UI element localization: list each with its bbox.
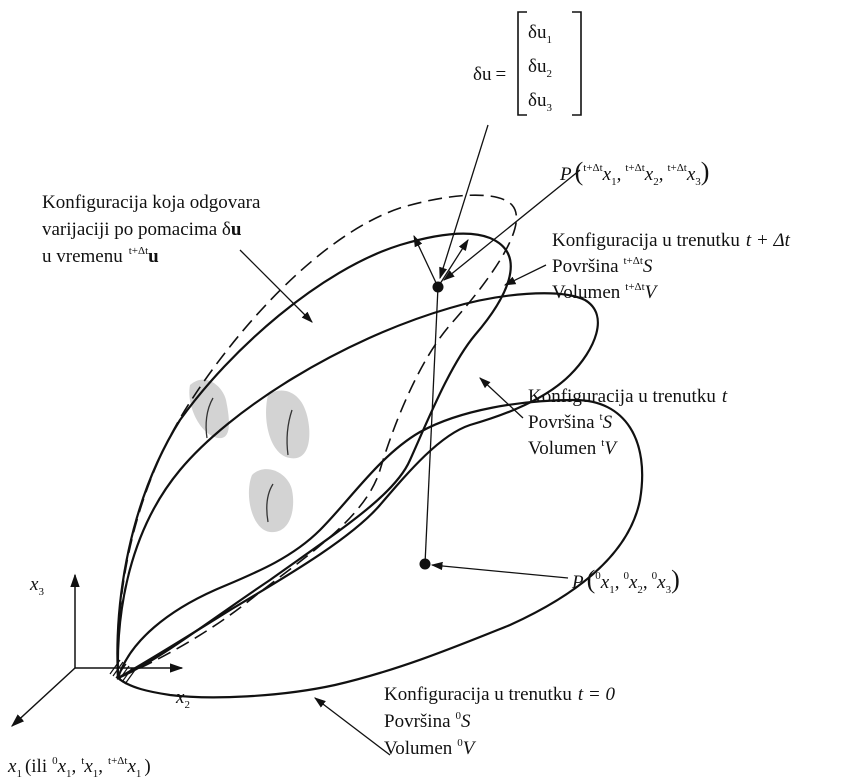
svg-text:δu1: δu1 [528, 22, 552, 46]
svg-text:δu3: δu3 [528, 90, 552, 114]
inner-curve-1 [205, 397, 214, 439]
svg-text:δu=: δu= [473, 64, 506, 85]
axis-label-x3: x3 [29, 574, 44, 598]
displacement-line [424, 286, 439, 565]
variation-arrow-left [413, 234, 439, 288]
leader-config-t [479, 377, 524, 419]
configuration-t-outline [116, 292, 599, 680]
point-label-bottom: P(0x1,0x2,0x3) [571, 565, 680, 596]
inner-curve-2 [286, 409, 293, 456]
variation-arrow-right [437, 239, 469, 288]
svg-text:varijaciji po pomacima δu: varijaciji po pomacima δu [42, 219, 242, 240]
variation-label: Konfiguracija koja odgovara varijaciji p… [42, 192, 261, 267]
shaded-region-2 [266, 390, 310, 459]
leader-point-bottom [430, 561, 569, 579]
bracket-right [572, 11, 582, 116]
delta-u-vector: δu= δu1 δu2 δu3 [473, 11, 582, 116]
bracket-left [517, 11, 527, 116]
configuration-0-outline [116, 398, 644, 699]
axis-x1 [11, 667, 76, 727]
leader-point-top [443, 169, 581, 281]
svg-text:δu2: δu2 [528, 56, 552, 80]
shaded-region-1 [189, 379, 229, 439]
leader-config-0 [314, 697, 391, 756]
hatch-mark [109, 659, 136, 685]
inner-curve-3 [266, 483, 274, 523]
leader-config-t-dt [503, 264, 547, 286]
variation-configuration-outline [116, 194, 518, 680]
leader-delta-u [439, 124, 489, 280]
axis-label-x2: x2 [175, 687, 190, 711]
shaded-region-3 [248, 469, 294, 533]
point-label-top: P(t+Δtx1,t+Δtx2,t+Δtx3) [559, 157, 709, 188]
leader-variation [239, 249, 313, 323]
svg-text:Konfiguracija koja odgovara: Konfiguracija koja odgovara [42, 192, 261, 213]
configuration-t-plus-dt-outline [116, 232, 512, 680]
